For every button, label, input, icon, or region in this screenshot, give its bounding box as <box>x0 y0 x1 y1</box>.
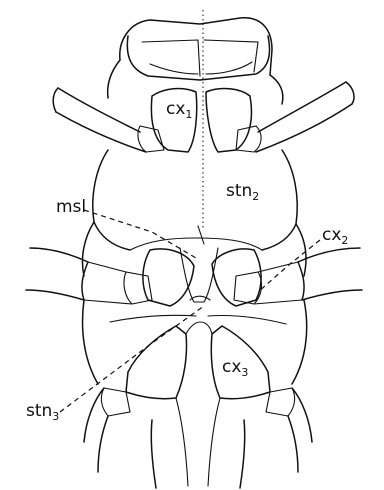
label-cx1: cx1 <box>166 99 192 121</box>
hind-leg-left <box>84 388 108 472</box>
label-cx3: cx3 <box>222 357 248 379</box>
mesosternal-line <box>198 226 204 244</box>
fore-leg-right <box>256 82 354 152</box>
fore-trochanter-left <box>138 126 164 152</box>
fore-coxa-right <box>206 89 251 152</box>
label-stn2: stn2 <box>226 181 259 203</box>
label-stn3: stn3 <box>26 401 59 423</box>
hind-trochanter-right <box>266 388 295 416</box>
mesosternum <box>93 150 297 250</box>
fore-leg-left <box>53 88 146 152</box>
mid-leg-right <box>254 248 362 304</box>
mid-coxa-right <box>212 249 261 306</box>
stn3-leader <box>60 306 204 412</box>
hind-trochanter-left <box>101 388 130 416</box>
label-msl: msl <box>56 197 86 217</box>
metasternal-process <box>186 322 212 334</box>
label-cx2: cx2 <box>322 225 348 247</box>
mid-leg-left <box>26 248 132 304</box>
hind-coxa-left <box>126 326 187 399</box>
metasternum <box>83 300 307 384</box>
hind-leg-right <box>288 388 312 472</box>
mid-trochanter-right <box>234 272 261 304</box>
abdomen-base <box>151 420 156 488</box>
